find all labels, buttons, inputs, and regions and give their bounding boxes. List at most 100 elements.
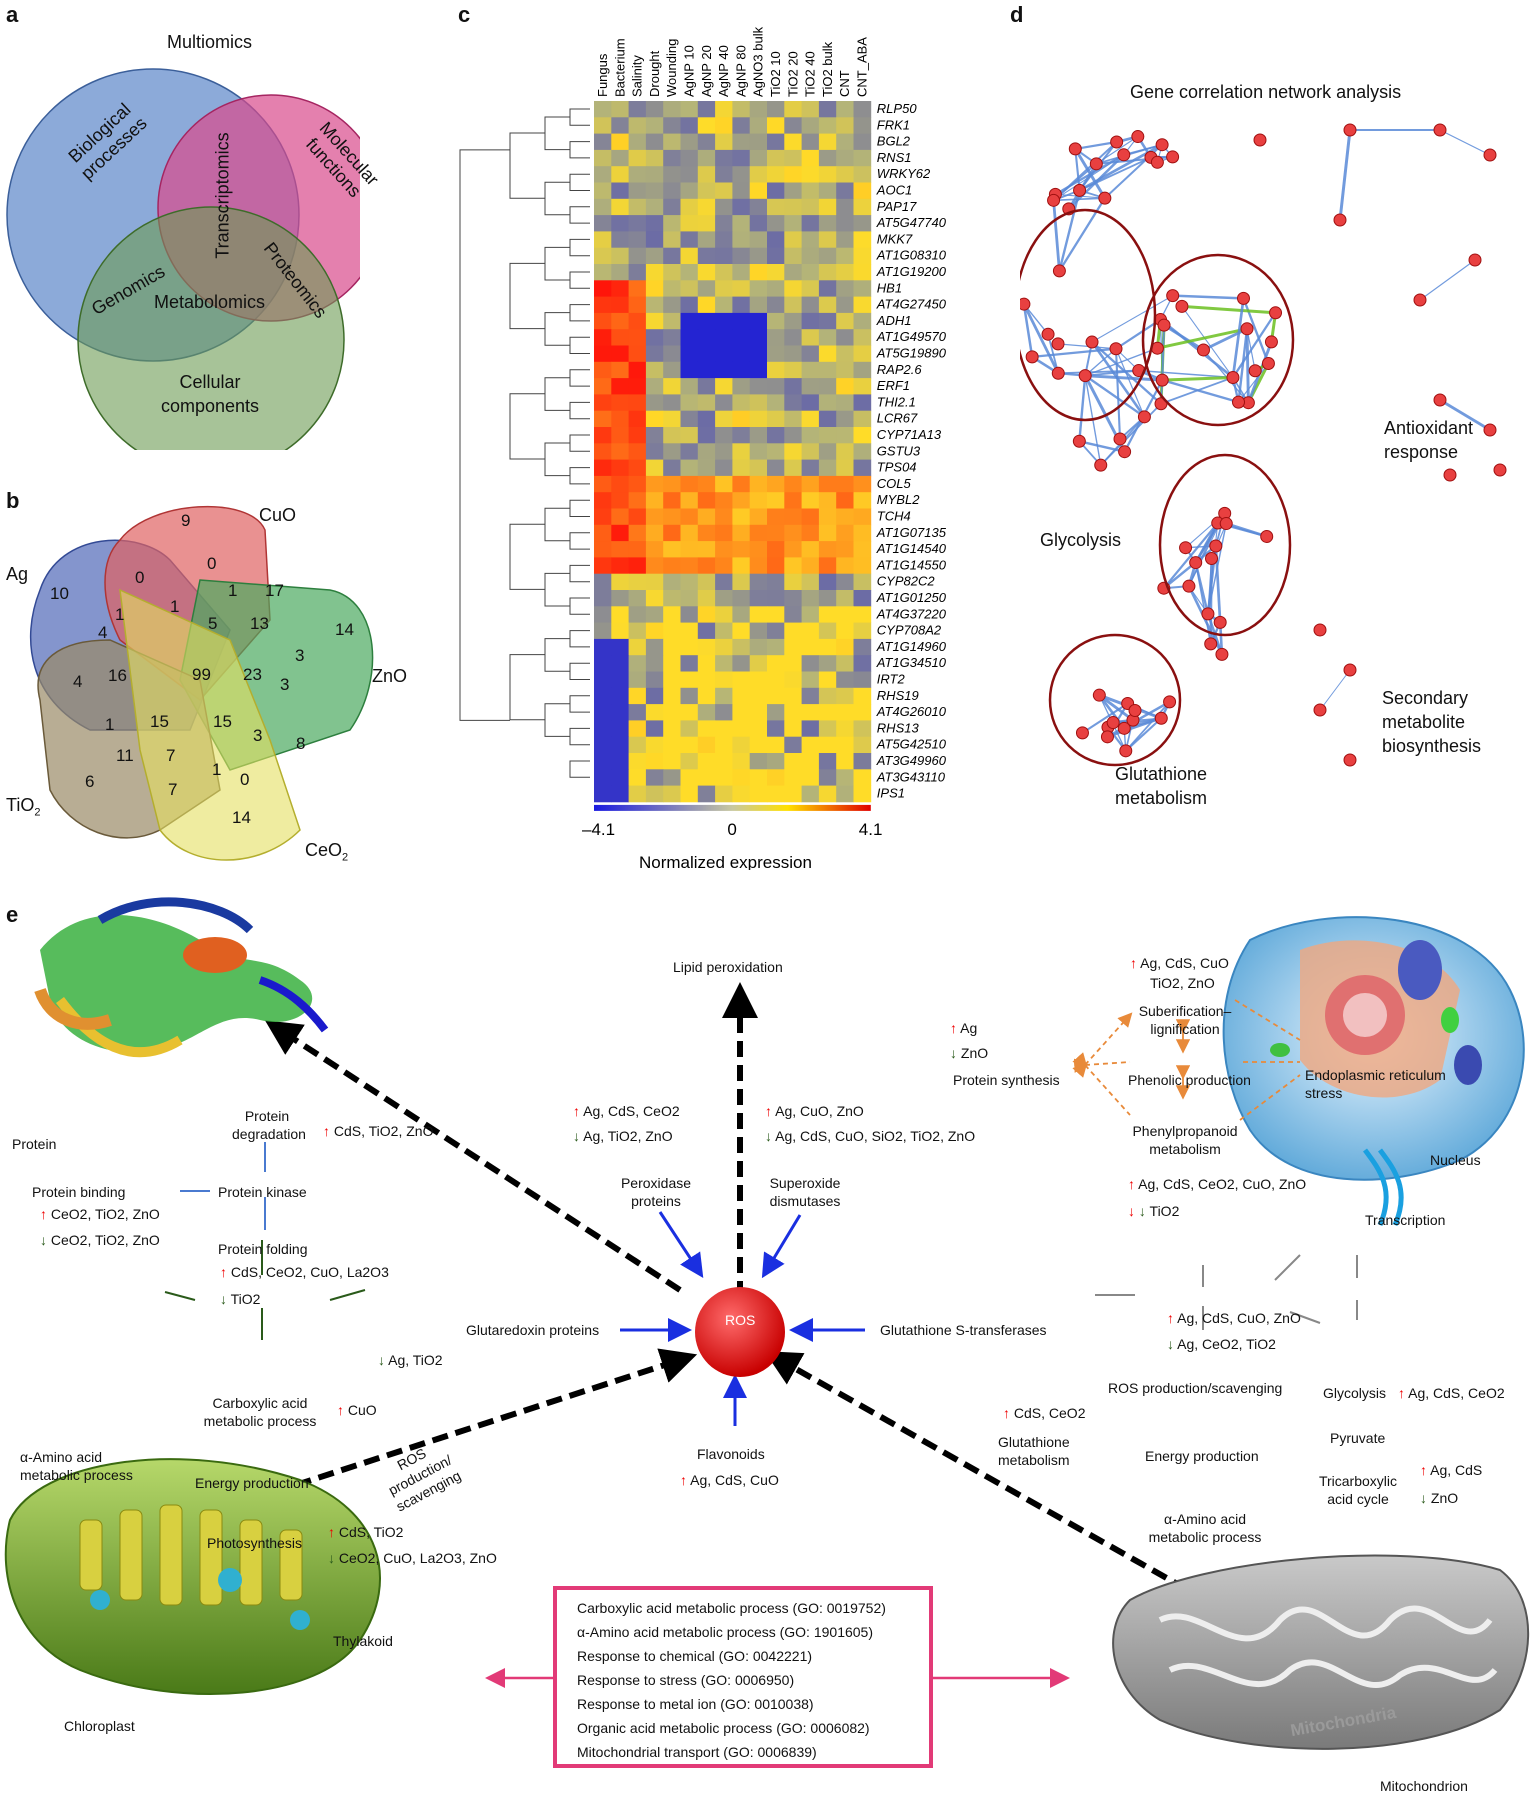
gene-label: THI2.1 bbox=[877, 394, 916, 409]
heatmap-cell bbox=[697, 638, 716, 656]
dendrogram bbox=[459, 108, 590, 778]
heatmap-cell bbox=[663, 312, 681, 330]
venn-count: 13 bbox=[250, 614, 269, 633]
heatmap-cell bbox=[628, 296, 647, 314]
heatmap-cell bbox=[680, 410, 699, 428]
heatmap-cell bbox=[628, 101, 647, 118]
heatmap-cell bbox=[853, 785, 872, 803]
heatmap-cell bbox=[749, 215, 768, 232]
heatmap-cell bbox=[715, 606, 733, 623]
heatmap-cell bbox=[663, 606, 681, 623]
heatmap-cell bbox=[663, 622, 681, 640]
heatmap-cell bbox=[853, 166, 872, 183]
heatmap-cell bbox=[628, 443, 647, 460]
heatmap-cell bbox=[784, 427, 802, 444]
heatmap-cell bbox=[767, 785, 785, 803]
sod-down: ↓ Ag, CdS, CuO, SiO2, TiO2, ZnO bbox=[765, 1128, 976, 1144]
heatmap-cell bbox=[663, 492, 681, 509]
gene-label: RHS19 bbox=[877, 688, 919, 703]
heatmap-cell bbox=[749, 508, 768, 526]
heatmap-cell bbox=[749, 769, 768, 786]
heatmap-cell bbox=[784, 590, 802, 607]
gene-label: AT1G19200 bbox=[876, 264, 947, 279]
heatmap-cell bbox=[645, 475, 664, 493]
heatmap-cell bbox=[715, 264, 733, 281]
heatmap-cell bbox=[818, 247, 837, 265]
mito-down: ↓ Ag, CeO2, TiO2 bbox=[1167, 1336, 1276, 1352]
heatmap-cell bbox=[680, 345, 699, 363]
heatmap-cell bbox=[818, 557, 837, 575]
network-node bbox=[1078, 369, 1092, 383]
venn-count: 3 bbox=[280, 675, 290, 694]
heatmap-cell bbox=[767, 378, 785, 395]
heatmap-cell bbox=[749, 312, 768, 330]
heatmap-cell bbox=[818, 475, 837, 493]
heatmap-cell bbox=[818, 704, 837, 721]
heatmap-cell bbox=[818, 231, 837, 249]
peroxidase-up: ↑ Ag, CdS, CeO2 bbox=[573, 1103, 680, 1119]
heatmap-cell bbox=[818, 280, 837, 297]
heatmap-cell bbox=[715, 622, 733, 640]
heatmap-cell bbox=[680, 312, 699, 330]
heatmap-cell bbox=[715, 638, 733, 656]
heatmap-cell bbox=[697, 573, 716, 591]
heatmap-cell bbox=[645, 606, 664, 623]
heatmap-cell bbox=[836, 427, 854, 444]
multiomics-venn bbox=[6, 68, 360, 450]
heatmap-cell bbox=[680, 182, 699, 200]
heatmap-cell bbox=[818, 508, 837, 526]
heatmap-cell bbox=[663, 590, 681, 607]
heatmap-cell bbox=[732, 720, 751, 738]
gene-label: AT1G49570 bbox=[876, 329, 947, 344]
heatmap-cell bbox=[853, 573, 872, 591]
venn-count: 1 bbox=[115, 605, 125, 624]
gene-label: PAP17 bbox=[877, 199, 917, 214]
heatmap-cell bbox=[594, 492, 612, 509]
heatmap-cell bbox=[801, 475, 820, 493]
network-node bbox=[1113, 432, 1127, 446]
gene-label: TCH4 bbox=[877, 509, 911, 524]
heatmap-cell bbox=[732, 215, 751, 232]
heatmap-cell bbox=[680, 231, 699, 249]
mitochondrion-label: Mitochondrion bbox=[1380, 1778, 1468, 1794]
heatmap-cell bbox=[749, 264, 768, 281]
heatmap-cell bbox=[697, 459, 716, 477]
tca-down: ↓ ZnO bbox=[1420, 1490, 1459, 1506]
go-term: Mitochondrial transport (GO: 0006839) bbox=[577, 1744, 817, 1760]
heatmap-cell bbox=[715, 785, 733, 803]
heatmap-cell bbox=[749, 573, 768, 591]
label-metabolomics: Metabolomics bbox=[154, 292, 266, 312]
nucleus-label: Nucleus bbox=[1430, 1152, 1481, 1168]
gene-label: AT3G49960 bbox=[876, 753, 947, 768]
heatmap-cell bbox=[611, 524, 629, 542]
heatmap-cell bbox=[628, 459, 647, 477]
heatmap-cell bbox=[818, 296, 837, 314]
heatmap-cell bbox=[680, 573, 699, 591]
heatmap-cell bbox=[784, 573, 802, 591]
network-node bbox=[1175, 299, 1189, 313]
set-label-tio2: TiO2 bbox=[6, 795, 41, 819]
heatmap-cell bbox=[715, 280, 733, 297]
heatmap-cell bbox=[801, 720, 820, 738]
heatmap-cell bbox=[715, 394, 733, 412]
heatmap-cell bbox=[767, 475, 785, 493]
label-transcriptomics: Transcriptomics bbox=[212, 132, 233, 259]
arrow-protein bbox=[264, 1020, 682, 1293]
heatmap-cell bbox=[818, 573, 837, 591]
go-term: α-Amino acid metabolic process (GO: 1901… bbox=[577, 1624, 874, 1640]
heatmap-cell bbox=[749, 149, 768, 167]
heatmap-cell bbox=[836, 149, 854, 167]
heatmap-cell bbox=[784, 182, 802, 200]
heatmap-cell bbox=[853, 541, 872, 558]
heatmap-cell bbox=[767, 133, 785, 151]
condition-label: TiO2 10 bbox=[768, 51, 783, 97]
heatmap-cell bbox=[818, 622, 837, 640]
heatmap-cell bbox=[594, 264, 612, 281]
protein-folding-up: ↑ CdS, CeO2, CuO, La2O3 bbox=[220, 1264, 389, 1280]
gene-label: CYP82C2 bbox=[877, 574, 936, 589]
heatmap-cell bbox=[680, 247, 699, 265]
go-term: Response to stress (GO: 0006950) bbox=[577, 1672, 795, 1688]
heatmap-cell bbox=[594, 753, 612, 770]
heatmap-cell bbox=[680, 524, 699, 542]
heatmap-cell bbox=[697, 492, 716, 509]
